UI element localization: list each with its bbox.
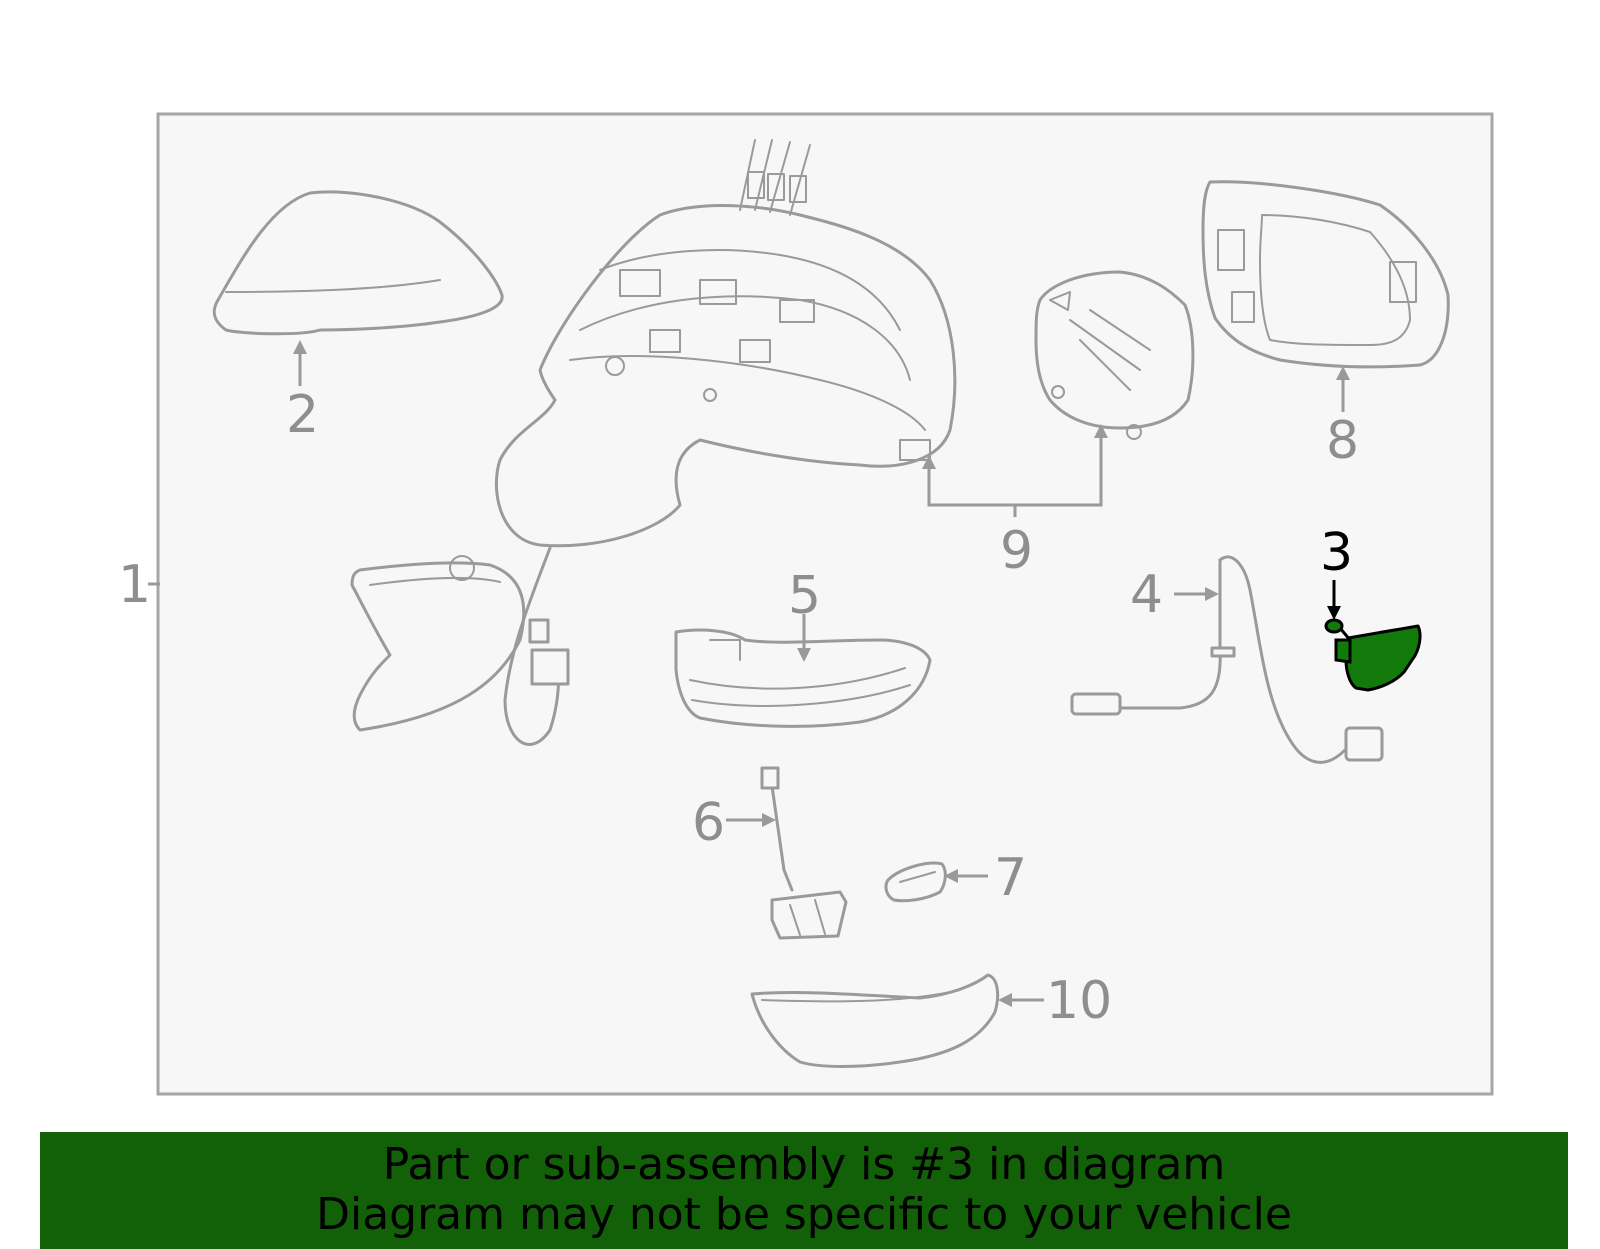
part-2-mirror-cover[interactable]: [212, 190, 504, 336]
banner-line-1: Part or sub-assembly is #3 in diagram: [382, 1139, 1226, 1190]
part-8-mirror-holder[interactable]: [1201, 180, 1450, 369]
callout-7: 7: [994, 848, 1027, 908]
part-7-lamp[interactable]: [884, 861, 947, 903]
callout-9: 9: [1000, 521, 1033, 581]
callout-8: 8: [1326, 411, 1359, 471]
callout-2: 2: [286, 385, 319, 445]
banner-line-2: Diagram may not be specific to your vehi…: [316, 1189, 1292, 1240]
part-6-connector[interactable]: [760, 766, 848, 940]
callout-4: 4: [1130, 565, 1163, 625]
callout-1: 1: [118, 555, 151, 615]
info-banner: Part or sub-assembly is #3 in diagram Di…: [40, 1132, 1568, 1249]
part-10-lower-cover[interactable]: [750, 973, 1000, 1068]
callout-5: 5: [788, 566, 821, 626]
callout-3-highlighted: 3: [1320, 523, 1353, 583]
callout-10: 10: [1046, 971, 1112, 1031]
part-1-mirror-assembly[interactable]: [350, 139, 957, 746]
part-4-wire-harness[interactable]: [1070, 555, 1384, 764]
callout-6: 6: [692, 793, 725, 853]
part-5-turn-signal-lamp[interactable]: [674, 628, 932, 728]
part-3-highlighted-part[interactable]: [1324, 618, 1422, 692]
part-9-mirror-motor[interactable]: [1034, 270, 1195, 440]
